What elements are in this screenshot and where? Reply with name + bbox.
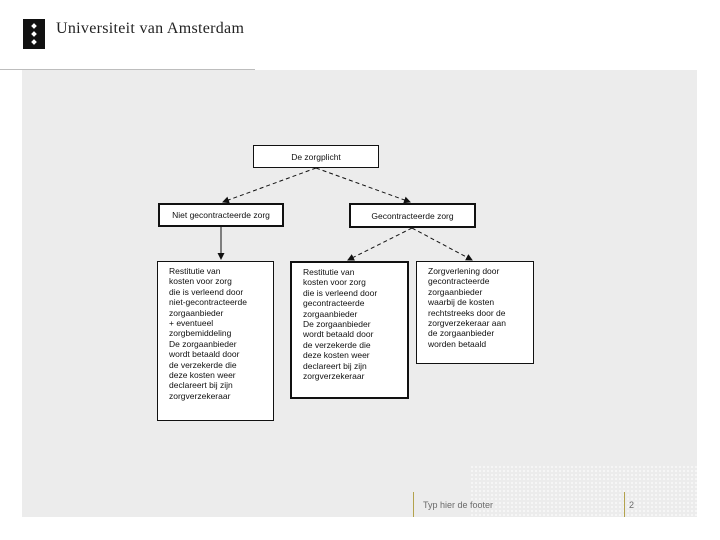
detail-line: die is verleend door	[303, 287, 378, 298]
left-branch-box: Niet gecontracteerde zorg	[158, 203, 284, 227]
footer-divider	[413, 492, 414, 517]
detail-line: deze kosten weer	[303, 350, 370, 361]
right-detail-box: Zorgverlening door gecontracteerde zorga…	[416, 261, 534, 364]
header-divider	[0, 69, 255, 70]
uva-logo	[23, 19, 45, 49]
detail-line: zorgverzekeraar	[303, 371, 365, 382]
institution-name: Universiteit van Amsterdam	[56, 20, 245, 37]
detail-line: zorgaanbieder	[303, 308, 358, 319]
detail-line: Restitutie van	[303, 267, 355, 277]
detail-line: zorgverzekeraar	[169, 390, 231, 401]
logo-cross-icon	[31, 23, 37, 29]
detail-line: de verzekerde die	[303, 339, 371, 350]
root-box: De zorgplicht	[253, 145, 379, 168]
detail-line: declareert bij zijn	[303, 360, 367, 371]
detail-line: De zorgaanbieder	[303, 319, 371, 330]
detail-line: De zorgaanbieder	[169, 338, 237, 349]
logo-cross-icon	[31, 39, 37, 45]
right-branch-label: Gecontracteerde zorg	[371, 210, 454, 221]
detail-line: kosten voor zorg	[303, 277, 366, 288]
left-detail-box: Restitutie van kosten voor zorg die is v…	[157, 261, 274, 421]
detail-line: zorgaanbieder	[169, 307, 224, 318]
detail-line: zorgaanbieder	[428, 286, 483, 297]
detail-line: de verzekerde die	[169, 359, 237, 370]
detail-line: zorgverzekeraar aan	[428, 318, 506, 329]
detail-line: waarbij de kosten	[428, 297, 495, 308]
detail-line: kosten voor zorg	[169, 276, 232, 287]
right-branch-box: Gecontracteerde zorg	[349, 203, 476, 228]
detail-line: wordt betaald door	[303, 329, 374, 340]
detail-line: die is verleend door	[169, 286, 244, 297]
logo-cross-icon	[31, 31, 37, 37]
detail-line: rechtstreeks door de	[428, 307, 506, 318]
header: Universiteit van Amsterdam	[0, 0, 720, 70]
detail-line: wordt betaald door	[169, 349, 240, 360]
root-label: De zorgplicht	[291, 151, 341, 162]
middle-detail-box: Restitutie van kosten voor zorg die is v…	[290, 261, 409, 399]
detail-line: niet-gecontracteerde	[169, 297, 247, 308]
left-branch-label: Niet gecontracteerde zorg	[172, 210, 270, 220]
detail-line: zorgbemiddeling	[169, 328, 232, 339]
page-number-divider	[624, 492, 625, 517]
detail-line: gecontracteerde	[428, 276, 490, 287]
detail-line: declareert bij zijn	[169, 380, 233, 391]
detail-line: Zorgverlening door	[428, 266, 500, 276]
detail-line: worden betaald	[428, 338, 487, 349]
detail-line: + eventueel	[169, 318, 214, 329]
dot-pattern-decoration	[470, 465, 697, 517]
detail-line: de zorgaanbieder	[428, 328, 495, 339]
detail-line: gecontracteerde	[303, 298, 365, 309]
detail-line: deze kosten weer	[169, 370, 236, 381]
page-number: 2	[629, 500, 635, 510]
detail-line: Restitutie van	[169, 266, 221, 276]
footer-text: Typ hier de footer	[423, 500, 494, 510]
